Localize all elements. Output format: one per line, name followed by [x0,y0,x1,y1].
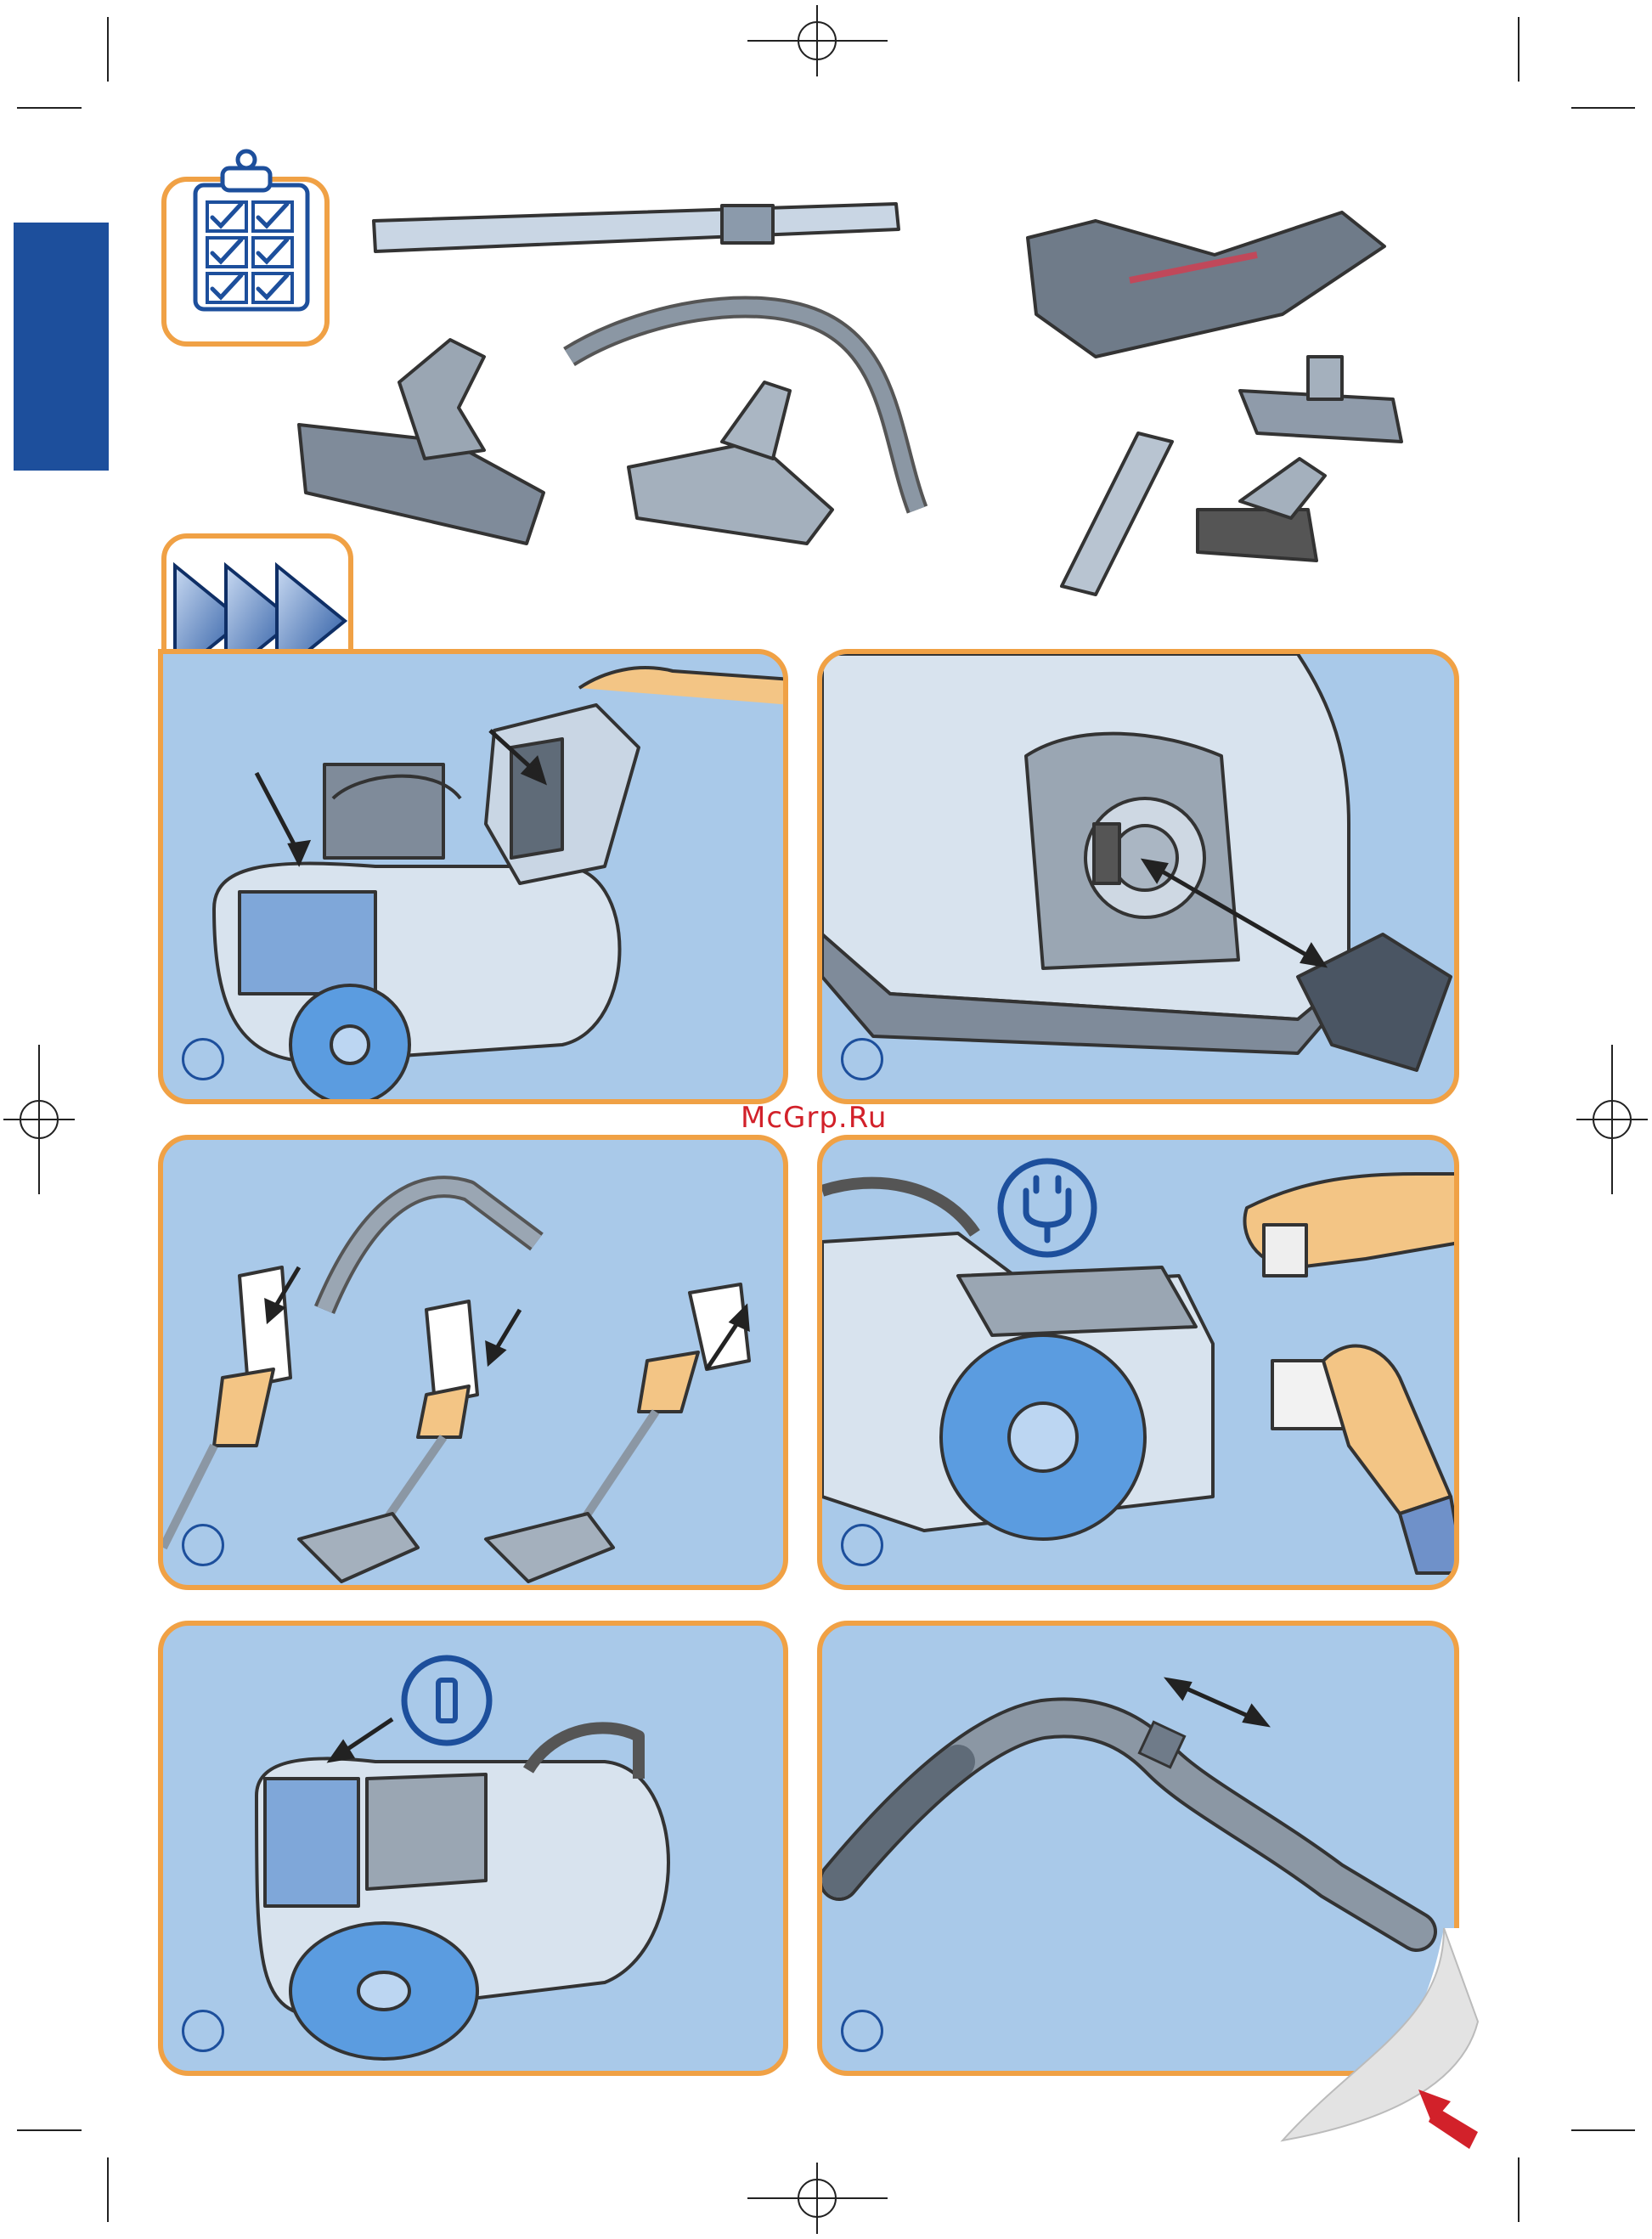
plug-in-illustration [822,1140,1459,1590]
step-1-panel [158,649,788,1104]
tube-assembly-illustration [163,1140,788,1590]
language-side-tab [14,223,109,471]
power-button-icon [404,1658,489,1743]
power-button-illustration [163,1626,788,2076]
accessories-illustration [280,187,1384,595]
filter-container-illustration [163,654,788,1104]
step-1-number-circle [182,1038,224,1080]
step-3-number-circle [182,1524,224,1566]
step-3-panel [158,1135,788,1590]
hose-connection-illustration [822,654,1459,1104]
step-2-number-circle [841,1038,883,1080]
page-turn-corner-icon[interactable] [1274,1920,1495,2140]
step-4-panel [817,1135,1459,1590]
step-5-panel [158,1621,788,2076]
step-5-number-circle [182,2010,224,2052]
watermark-text: McGrp.Ru [741,1101,887,1135]
step-6-number-circle [841,2010,883,2052]
step-4-number-circle [841,1524,883,1566]
step-2-panel [817,649,1459,1104]
